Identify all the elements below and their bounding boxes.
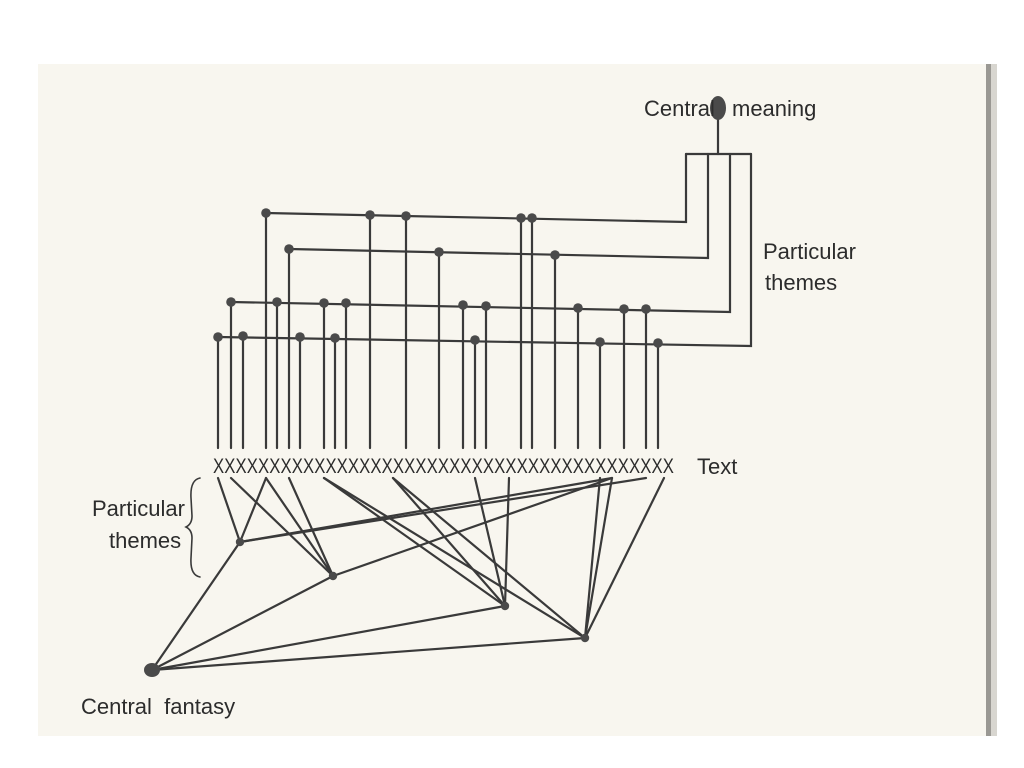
brace-icon <box>184 477 201 578</box>
theme-3-drops <box>226 297 651 450</box>
particular-theme-node <box>328 571 338 581</box>
theme-node <box>238 331 248 341</box>
theme-line-2-connector <box>287 152 710 260</box>
particular-themes-bottom-line2: themes <box>109 528 181 553</box>
theme-node <box>330 333 340 343</box>
page-spine-shadow <box>986 64 991 736</box>
theme-node <box>341 298 351 308</box>
central-meaning-label-right: meaning <box>732 96 816 121</box>
theme-node <box>641 304 651 314</box>
lower-fantasy-tree <box>144 476 666 677</box>
particular-theme-node <box>500 601 510 611</box>
theme-node <box>284 244 294 254</box>
theme-node <box>550 250 560 260</box>
theme-node <box>595 337 605 347</box>
theme-line-1-connector <box>264 152 688 224</box>
theme-node <box>365 210 375 220</box>
theme-node <box>516 213 526 223</box>
theme-node <box>401 211 411 221</box>
theme-1-drops <box>261 208 537 450</box>
theme-2-drops <box>284 244 560 450</box>
theme-node <box>261 208 271 218</box>
theme-line-3-connector <box>229 152 732 314</box>
theme-node <box>272 297 282 307</box>
theme-node <box>619 304 629 314</box>
theme-node <box>653 338 663 348</box>
theme-node <box>213 332 223 342</box>
central-meaning-label-left: Central <box>644 96 715 121</box>
theme-node <box>527 213 537 223</box>
theme-node <box>226 297 236 307</box>
theme-4-drops <box>213 331 663 450</box>
theme-line-4-connector <box>216 152 753 348</box>
theme-node <box>481 301 491 311</box>
central-fantasy-label: Central fantasy <box>81 694 235 719</box>
theme-node <box>295 332 305 342</box>
theme-node <box>458 300 468 310</box>
book-page <box>38 64 996 736</box>
theme-node <box>319 298 329 308</box>
particular-themes-bottom-line1: Particular <box>92 496 185 521</box>
text-x-row: XXXXXXXXXXXXXXXXXXXXXXXXXXXXXXXXXXXXXXXX… <box>213 455 674 478</box>
theme-node <box>470 335 480 345</box>
theme-node <box>434 247 444 257</box>
particular-theme-node <box>235 537 245 547</box>
particular-theme-node <box>580 633 590 643</box>
upper-theme-tree <box>213 96 753 450</box>
central-meaning-node <box>710 96 726 120</box>
central-fantasy-node <box>144 663 160 677</box>
page-spine-edge <box>991 64 997 736</box>
text-label: Text <box>697 454 737 479</box>
particular-themes-top-line2: themes <box>765 270 837 295</box>
theme-node <box>573 303 583 313</box>
particular-themes-top-line1: Particular <box>763 239 856 264</box>
